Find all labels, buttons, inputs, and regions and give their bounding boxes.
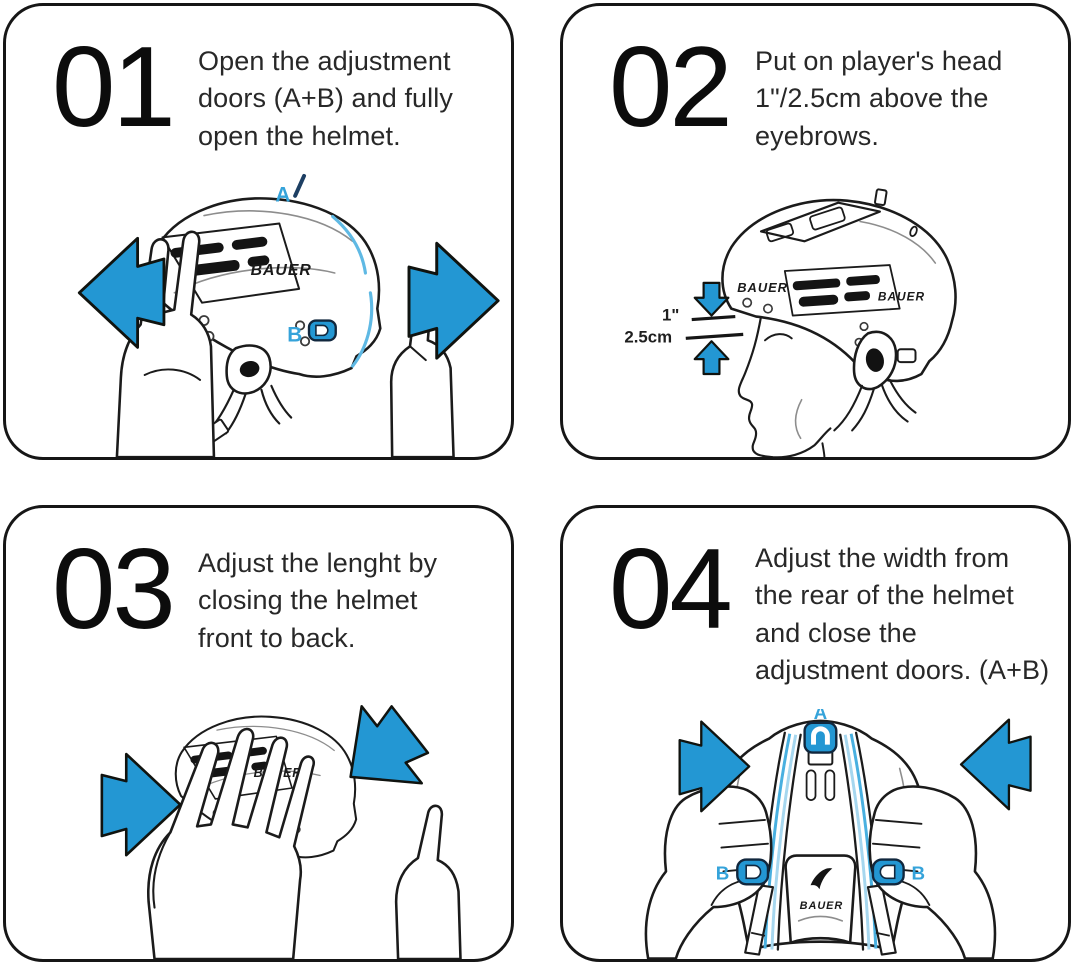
step-panel-2: 02 Put on player's head 1"/2.5cm above t… [560, 3, 1071, 460]
step4-line2: the rear of the helmet [755, 580, 1014, 611]
step2-line1: Put on player's head [755, 46, 1003, 76]
bauer-logo-side: BAUER [878, 290, 925, 304]
label-b-left: B [716, 863, 730, 884]
rear-plate: BAUER [784, 854, 857, 945]
step4-number: 04 [609, 526, 733, 653]
step1-line2: doors (A+B) and fully [198, 83, 453, 114]
step3-illustration [6, 666, 511, 959]
screws [742, 297, 869, 347]
step1-line1: Open the adjustment [198, 46, 451, 76]
step-panel-4: 04 Adjust the width from the rear of the… [560, 505, 1071, 962]
gap-arrow-up-icon [693, 340, 730, 375]
step3-number: 03 [52, 526, 176, 653]
bauer-logo-rear: BAUER [800, 900, 844, 912]
helmet-rear-view: BAUER [716, 720, 924, 957]
step1-line3: open the helmet. [198, 120, 401, 151]
fit-measurement: 1" 2.5cm [624, 281, 744, 375]
step4-header: 04 Adjust the width from the rear of the… [563, 508, 1068, 689]
top-ridge [759, 201, 881, 243]
right-hand [394, 804, 462, 959]
step4-illustration: BAUER [563, 709, 1068, 959]
bauer-logo-front: BAUER [737, 280, 788, 295]
chin-straps [833, 378, 917, 432]
rear-pin [874, 188, 888, 206]
label-b: B [287, 323, 302, 346]
adjustment-door-b [307, 319, 337, 342]
step-panel-3: 03 Adjust the lenght by closing the helm… [3, 505, 514, 962]
step4-line3: and close the [755, 617, 917, 648]
step4-line1: Adjust the width from [755, 543, 1010, 573]
clip-b-left [736, 858, 770, 886]
step1-illustration: BAUER [6, 172, 511, 457]
label-a: A [814, 709, 828, 723]
expansion-guides [331, 214, 374, 368]
squeeze-arrow-right-icon [959, 718, 1032, 811]
bauer-icon [810, 868, 833, 890]
ear-flap [852, 330, 917, 391]
clip-b-right [871, 858, 905, 886]
step4-text: Adjust the width from the rear of the he… [755, 532, 1049, 689]
step3-line2: closing the helmet [198, 585, 418, 616]
step3-line3: front to back. [198, 622, 356, 653]
mannequin-head [737, 315, 832, 457]
step2-illustration: BAUER BAUER [563, 170, 1068, 457]
step2-line3: eyebrows. [755, 120, 879, 151]
right-hand [868, 785, 997, 959]
helmet-rear-width-illustration: BAUER [644, 709, 1032, 959]
step4-line4: adjustment doors. (A+B) [755, 654, 1050, 685]
pressing-hand [147, 727, 316, 959]
measure-cm: 2.5cm [624, 327, 672, 346]
label-a: A [275, 184, 290, 207]
step1-text: Open the adjustment doors (A+B) and full… [198, 30, 453, 155]
rear-straps [744, 884, 897, 957]
label-b-right: B [912, 863, 926, 884]
rear-pin [293, 173, 307, 198]
step2-header: 02 Put on player's head 1"/2.5cm above t… [563, 6, 1068, 155]
step1-number: 01 [52, 24, 176, 151]
helmet-side-view: BAUER BAUER [721, 188, 957, 432]
clip-a [803, 722, 838, 766]
step2-line2: 1"/2.5cm above the [755, 83, 989, 114]
step1-header: 01 Open the adjustment doors (A+B) and f… [6, 6, 511, 155]
helmet-on-head-illustration: BAUER BAUER [624, 188, 957, 457]
measure-inches: 1" [662, 305, 679, 324]
front-vents [783, 264, 901, 317]
step2-number: 02 [609, 24, 733, 151]
helmet-length-adjust-illustration [100, 690, 462, 959]
step-panel-1: 01 Open the adjustment doors (A+B) and f… [3, 3, 514, 460]
step3-header: 03 Adjust the lenght by closing the helm… [6, 508, 511, 657]
step2-text: Put on player's head 1"/2.5cm above the … [755, 30, 1002, 155]
gap-arrow-down-icon [693, 281, 730, 317]
step3-text: Adjust the lenght by closing the helmet … [198, 532, 437, 657]
helmet-side-open-illustration: BAUER [77, 173, 500, 457]
step3-line1: Adjust the lenght by [198, 548, 438, 578]
